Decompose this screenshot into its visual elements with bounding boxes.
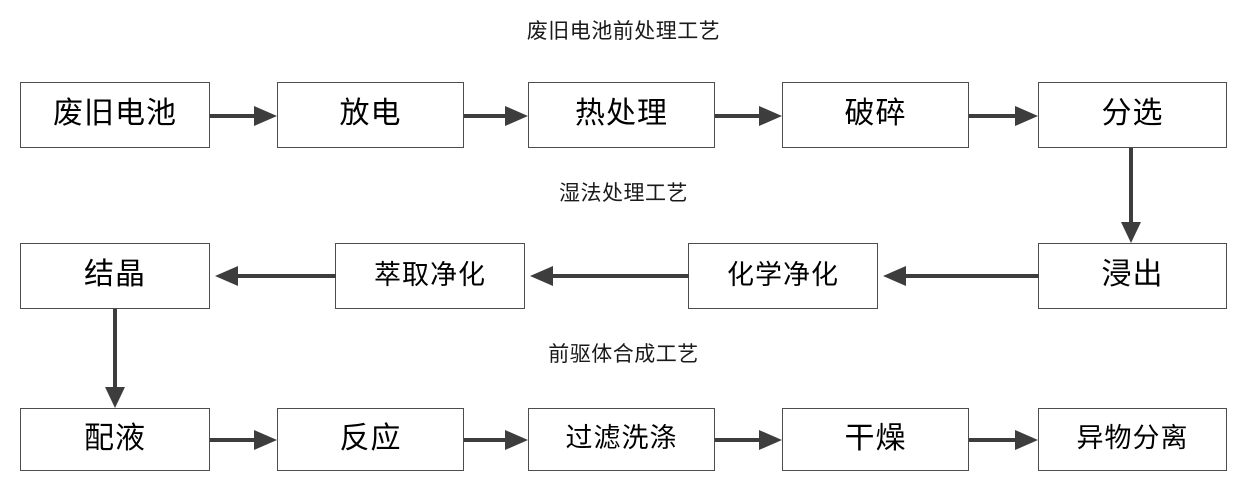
node-drying[interactable]: 干燥 (782, 408, 969, 471)
arrow-crystallization-to-solution-preparation (102, 309, 128, 409)
arrow-drying-to-foreign-matter-separation (969, 428, 1039, 452)
arrow-reaction-to-filtration-washing (464, 428, 529, 452)
arrow-crushing-to-sorting (969, 104, 1039, 128)
arrow-filtration-washing-to-drying (715, 428, 783, 452)
node-waste-battery[interactable]: 废旧电池 (20, 82, 210, 148)
arrow-solution-preparation-to-reaction (210, 428, 278, 452)
arrow-discharge-to-heat-treatment (464, 104, 529, 128)
arrow-chemical-to-extraction (525, 264, 689, 288)
arrow-leaching-to-chemical (878, 264, 1039, 288)
arrow-heat-treatment-to-crushing (715, 104, 783, 128)
arrow-waste-battery-to-discharge (210, 104, 278, 128)
node-chemical-purification[interactable]: 化学净化 (688, 243, 878, 309)
node-filtration-washing[interactable]: 过滤洗涤 (528, 408, 715, 471)
node-solution-preparation[interactable]: 配液 (20, 408, 210, 471)
node-heat-treatment[interactable]: 热处理 (528, 82, 715, 148)
node-extraction-purification[interactable]: 萃取净化 (335, 243, 525, 309)
node-crystallization[interactable]: 结晶 (20, 243, 210, 309)
section-title-precursor: 前驱体合成工艺 (548, 342, 699, 366)
node-reaction[interactable]: 反应 (277, 408, 464, 471)
arrow-sorting-to-leaching (1118, 148, 1144, 244)
arrow-extraction-to-crystallization (210, 264, 336, 288)
node-discharge[interactable]: 放电 (277, 82, 464, 148)
node-foreign-matter-separation[interactable]: 异物分离 (1038, 408, 1227, 471)
node-crushing[interactable]: 破碎 (782, 82, 969, 148)
node-leaching[interactable]: 浸出 (1038, 243, 1227, 309)
node-sorting[interactable]: 分选 (1038, 82, 1227, 148)
section-title-hydrometallurgy: 湿法处理工艺 (559, 181, 688, 205)
section-title-pretreatment: 废旧电池前处理工艺 (526, 19, 721, 43)
